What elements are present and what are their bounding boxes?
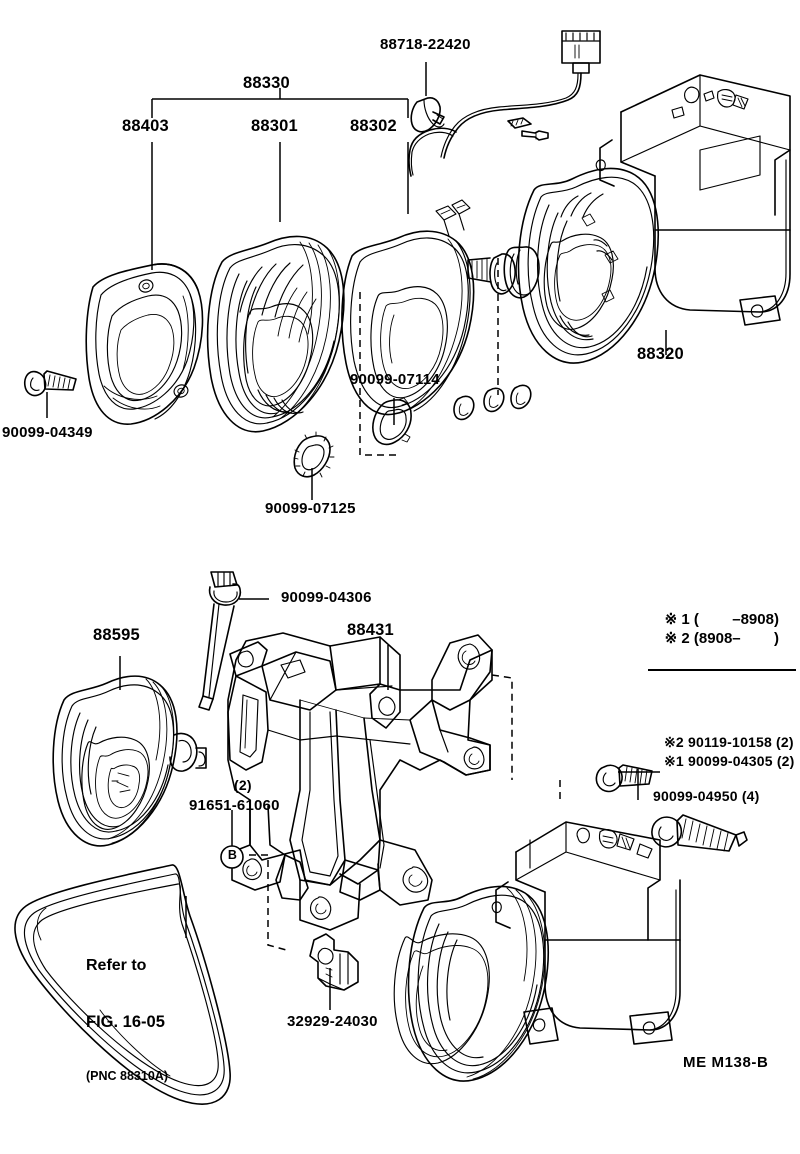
part-90099-07114-snap-ring (372, 397, 412, 446)
callout-88302: 88302 (350, 117, 397, 135)
callout-88320: 88320 (637, 345, 684, 363)
callout-88431: 88431 (347, 621, 394, 639)
callout-90099-04306: 90099-04306 (281, 589, 372, 606)
leader-lines-upper (46, 62, 667, 500)
part-88403-clutch-hub (85, 263, 204, 425)
belt-note-line3: (PNC 88310A) (86, 1068, 168, 1083)
wiring-harness (408, 30, 601, 177)
part-88595-idler-pulley (52, 675, 207, 847)
legend-line-1: ※ 1 ( –8908) (664, 610, 779, 628)
marker-b-circle (220, 845, 244, 869)
legend-line-2: ※ 2 (8908– ) (664, 629, 779, 647)
callout-88718-22420: 88718-22420 (380, 36, 471, 53)
figure-code: ME M138-B (683, 1054, 769, 1071)
callout-32929-24030: 32929-24030 (287, 1013, 378, 1030)
part-90099-04349-bolt (23, 370, 77, 397)
part-90099-04950-bolt (651, 814, 748, 852)
belt-note-line2: FIG. 16-05 (86, 1012, 165, 1031)
callout-88595: 88595 (93, 626, 140, 644)
part-32929-24030-clip (309, 933, 359, 991)
callout-90099-04950: 90099-04950 (4) (653, 788, 760, 804)
compressor-lower-right (393, 821, 681, 1082)
callout-90099-04305: ※1 90099-04305 (2) (664, 753, 795, 769)
callout-90099-07125: 90099-07125 (265, 500, 356, 517)
belt-note-line1: Refer to (86, 957, 147, 975)
part-88302-field-coil (341, 199, 475, 416)
callout-90099-07114: 90099-07114 (350, 371, 440, 388)
legend-note-box: ※ 1 ( –8908) ※ 2 (8908– ) (648, 592, 796, 709)
callout-88330: 88330 (243, 74, 290, 92)
marker-b-label: B (227, 848, 238, 862)
callout-91651-61060: 91651-61060 (189, 797, 280, 814)
callout-91651-61060-qty: (2) (234, 777, 252, 793)
part-88718-22420-clamp (410, 97, 445, 133)
callout-90099-04349: 90099-04349 (2, 424, 93, 441)
group-bracket-88330 (151, 88, 409, 118)
part-90099-04306-bolt (198, 571, 242, 711)
part-88431-compressor-bracket (227, 632, 493, 931)
callout-88301: 88301 (251, 117, 298, 135)
part-88320-compressor (467, 74, 791, 364)
shim-washers (453, 384, 532, 421)
callout-88403: 88403 (122, 117, 169, 135)
legend-underline (648, 669, 796, 671)
part-90099-07125-wave-washer (293, 431, 335, 481)
part-88301-clutch-rotor-pulley (206, 235, 345, 433)
part-mounting-bolt-short (595, 764, 653, 793)
callout-90119-10158: ※2 90119-10158 (2) (664, 734, 794, 750)
belt-reference-note: Refer to FIG. 16-05 (PNC 88310A) (86, 920, 168, 1121)
drive-belt (14, 864, 231, 1105)
